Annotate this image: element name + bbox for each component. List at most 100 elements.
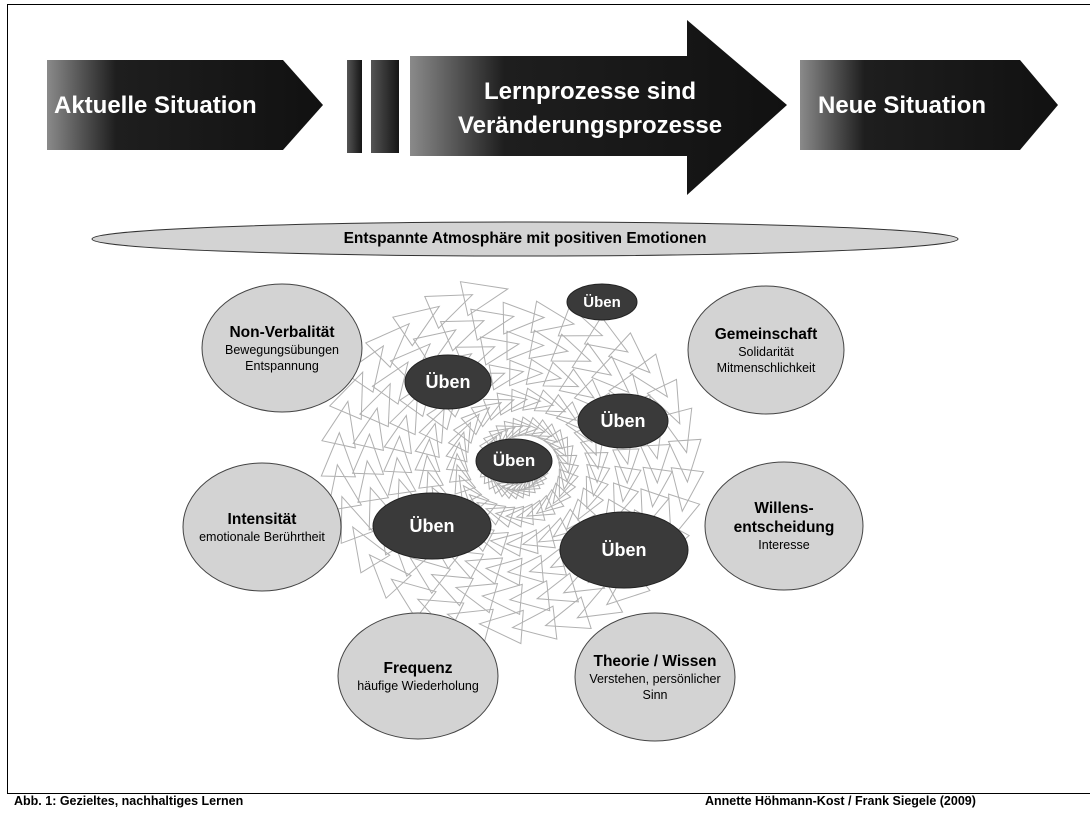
spiral-triangle: [390, 578, 437, 620]
spiral-triangle: [408, 556, 452, 595]
ueben-ellipse-3: [577, 393, 669, 449]
spiral-triangle: [640, 488, 670, 531]
spiral-triangle: [557, 305, 604, 337]
spiral-triangle: [544, 596, 592, 630]
arrow-learning-process: [410, 20, 787, 195]
spiral-triangle: [583, 315, 630, 353]
factor-frequency-title: Frequenz: [383, 659, 453, 677]
ueben-label-4: Üben: [492, 451, 536, 470]
factor-theory-line2: Sinn: [642, 687, 668, 702]
factor-intensity-title: Intensität: [227, 510, 297, 528]
factor-theory: Theorie / Wissen Verstehen, persönlicher…: [575, 613, 735, 741]
spiral-triangle: [543, 428, 567, 458]
spiral-triangle: [458, 474, 483, 506]
factor-community-line1: Solidarität: [738, 344, 794, 359]
factor-community: Gemeinschaft Solidarität Mitmenschlichke…: [688, 286, 844, 414]
spiral-triangle: [558, 468, 579, 499]
figure-frame: [7, 4, 1090, 794]
spiral-triangle: [463, 557, 504, 585]
ellipse-frequency: [337, 612, 499, 740]
spiral-triangle: [445, 430, 468, 463]
spiral-triangle: [670, 467, 705, 513]
spiral-triangle: [488, 364, 525, 391]
factor-will-title1: Willens-: [754, 500, 814, 517]
spiral-triangle: [535, 488, 565, 515]
spiral-triangle: [629, 353, 669, 398]
spiral-triangle: [418, 454, 444, 489]
spiral-triangle: [383, 434, 413, 474]
ueben-label-2: Üben: [425, 371, 471, 392]
spiral-triangle: [387, 456, 417, 496]
bar-right: [371, 60, 399, 153]
spiral-triangle: [439, 320, 486, 352]
factor-intensity: Intensität emotionale Berührtheit: [183, 463, 341, 591]
ueben-ellipse-6: [559, 511, 689, 589]
spiral-triangle: [371, 360, 409, 405]
spiral-triangle: [508, 580, 551, 612]
factor-will-title2: entscheidung: [733, 519, 835, 536]
spiral-triangle: [509, 359, 544, 387]
spiral-triangle: [328, 370, 364, 421]
factor-frequency-line1: häufige Wiederholung: [357, 678, 479, 693]
ueben-ellipse-2: [404, 354, 492, 410]
spiral-triangle: [460, 406, 491, 436]
spiral-triangle: [470, 308, 516, 341]
spiral-triangle: [368, 553, 412, 600]
spiral-triangle: [388, 394, 418, 436]
arrow-process-label: Lernprozesse sind Veränderungsprozesse: [420, 75, 760, 143]
ellipse-will: [704, 461, 864, 591]
caption-left: Abb. 1: Gezieltes, nachhaltiges Lernen: [14, 794, 244, 808]
spiral-triangle: [504, 503, 534, 526]
spiral-triangle: [515, 499, 546, 521]
spiral-triangle: [352, 525, 391, 574]
spiral-triangle: [517, 416, 547, 437]
ueben-ellipse-5: [372, 492, 492, 560]
spiral-triangle: [525, 494, 556, 517]
factor-nonverbal: Non-Verbalität Bewegungsübungen Entspann…: [202, 284, 362, 412]
spiral-triangle: [571, 342, 613, 376]
spiral-triangle: [524, 416, 553, 438]
atmosphere-ellipse: [91, 221, 959, 257]
spiral-triangle: [447, 421, 472, 454]
ueben-label-5: Üben: [409, 515, 455, 536]
factor-theory-line1: Verstehen, persönlicher: [589, 671, 721, 686]
spiral-triangle: [459, 281, 510, 317]
spiral-triangle: [530, 418, 559, 443]
factor-community-line2: Mitmenschlichkeit: [716, 360, 816, 375]
factor-nonverbal-line1: Bewegungsübungen: [225, 342, 339, 357]
spiral-triangle: [548, 436, 569, 466]
spiral-triangle: [506, 330, 546, 361]
spiral-triangle: [391, 305, 441, 347]
arrow-new-label: Neue Situation: [818, 92, 987, 119]
spiral-triangle: [494, 505, 525, 528]
spiral-triangle: [351, 432, 385, 475]
spiral-triangle: [590, 355, 630, 394]
arrow-new-situation: [800, 60, 1058, 150]
ellipse-intensity: [182, 462, 342, 592]
spiral-triangle: [478, 609, 524, 645]
spiral-triangle: [502, 301, 546, 335]
spiral-triangle: [505, 529, 539, 555]
spiral-triangle: [321, 400, 356, 449]
ueben-label-3: Üben: [600, 410, 646, 431]
spiral-triangle: [528, 329, 570, 360]
spiral-triangle: [484, 557, 523, 587]
ueben-ellipse-4: [475, 438, 553, 484]
spiral-triangle: [506, 554, 545, 583]
spiral-triangle: [556, 454, 578, 483]
spiral-triangle: [357, 459, 390, 504]
factor-frequency: Frequenz häufige Wiederholung: [338, 613, 498, 739]
spiral-triangle: [668, 493, 701, 541]
spiral-triangle: [414, 422, 440, 458]
spiral-triangle: [535, 572, 580, 603]
spiral-triangle: [358, 382, 391, 428]
arrow-current-situation: [47, 60, 323, 150]
arrow-process-line2: Veränderungsprozesse: [457, 112, 723, 139]
spiral-triangle: [558, 368, 596, 399]
bar-left: [347, 60, 362, 153]
spiral-triangle: [327, 463, 363, 512]
spiral-triangle: [550, 333, 592, 362]
spiral-triangle: [454, 463, 477, 495]
spiral-triangle: [503, 420, 532, 441]
